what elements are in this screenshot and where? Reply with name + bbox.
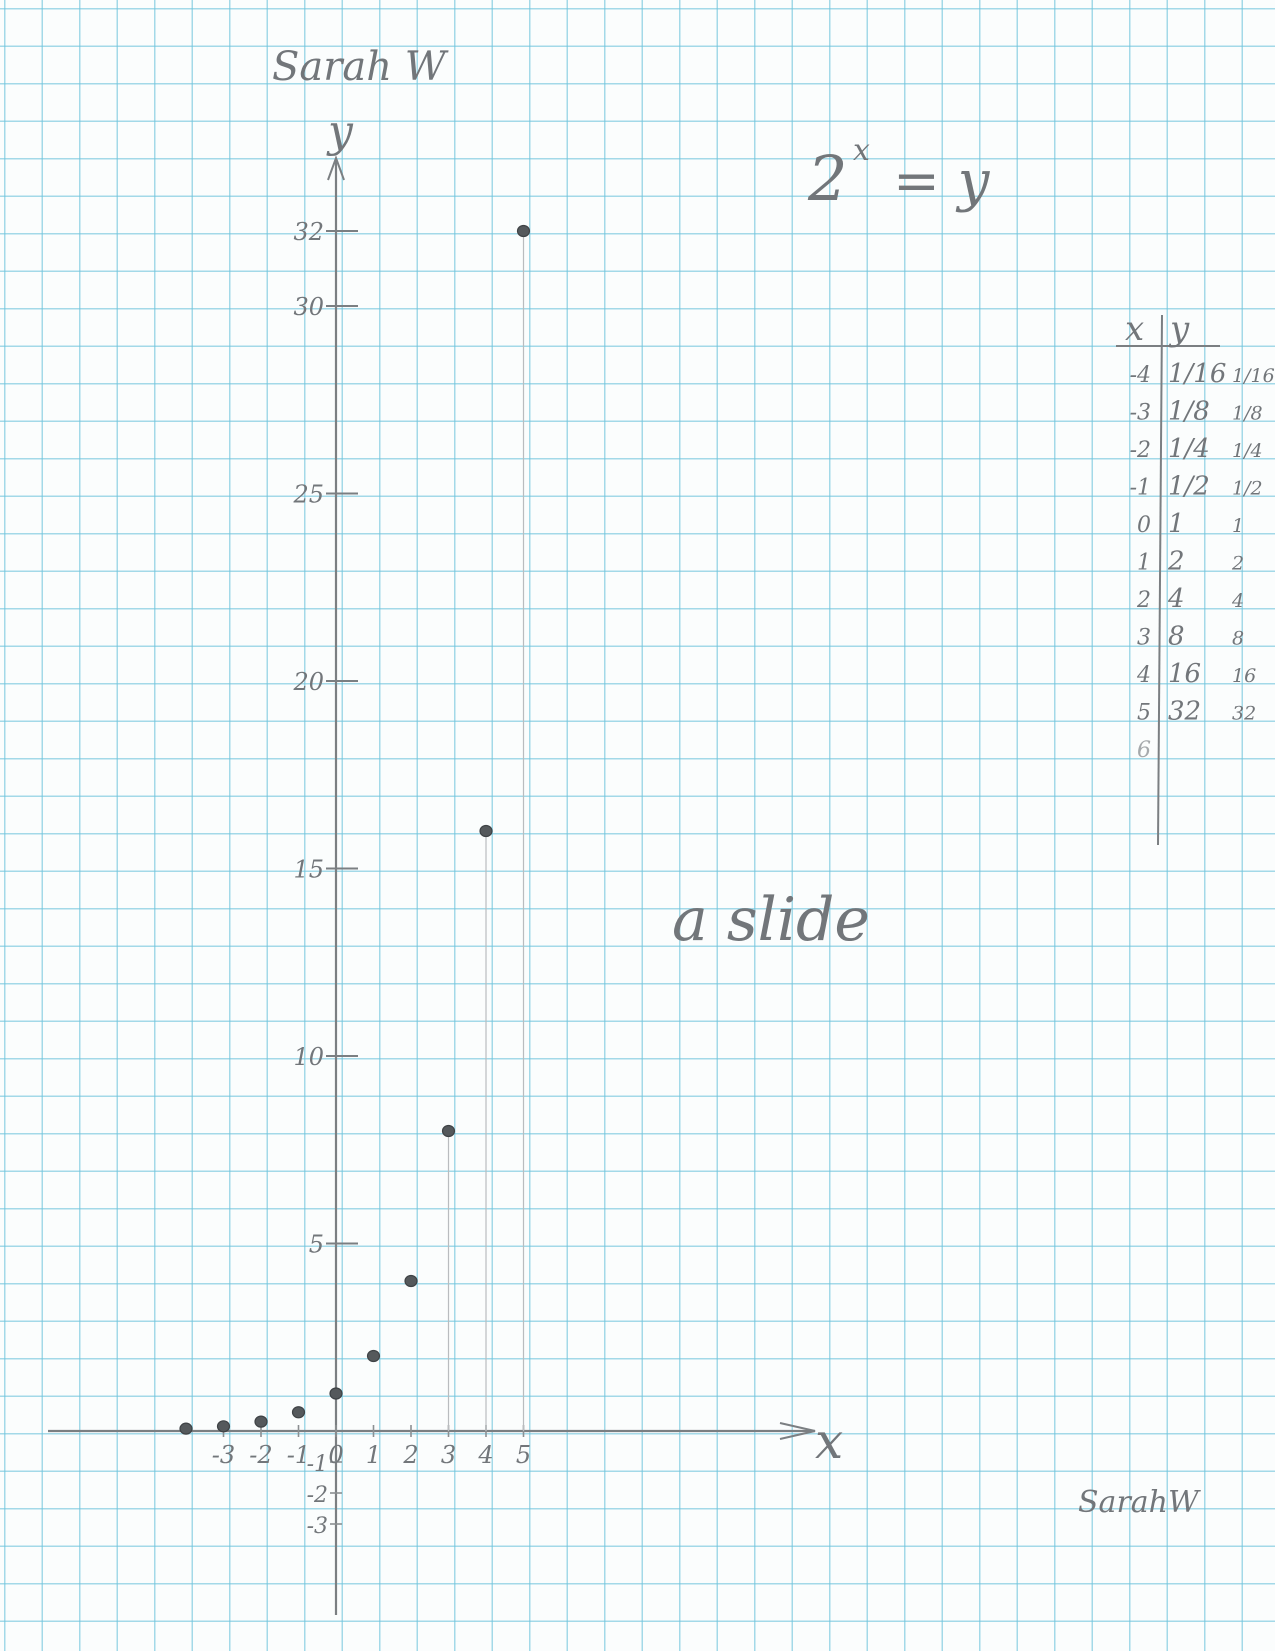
- x-tick-label: 4: [477, 1441, 493, 1469]
- table-cell-y: 16: [1168, 659, 1201, 689]
- table-cell-y: 1/8: [1168, 397, 1210, 427]
- table-cell-x: -4: [1130, 363, 1151, 388]
- table-cell-x: 3: [1137, 626, 1151, 651]
- table-margin-value: 1: [1232, 515, 1244, 537]
- table-cell-x: -1: [1130, 476, 1151, 501]
- x-axis-label: x: [815, 1412, 843, 1470]
- x-tick-label: 3: [441, 1441, 456, 1469]
- y-tick-label: 30: [293, 293, 324, 321]
- y-tick-label: 25: [292, 481, 324, 509]
- x-tick-label: 0: [328, 1441, 343, 1469]
- y-tick-label: 15: [293, 856, 324, 884]
- y-tick-label: -3: [307, 1514, 328, 1539]
- x-tick-label: 2: [402, 1441, 418, 1469]
- table-margin-value: 16: [1232, 665, 1256, 687]
- table-cell-x: 2: [1136, 588, 1151, 613]
- table-cell-y: 1/16: [1168, 359, 1226, 389]
- x-tick-label: -3: [212, 1441, 235, 1469]
- equation: 2 x = y: [807, 133, 991, 215]
- note-text: a slide: [672, 885, 870, 955]
- drop-lines: [447, 237, 525, 1431]
- author-name-bottom: SarahW: [1078, 1485, 1201, 1520]
- axes: [48, 155, 816, 1615]
- table-margin-value: 2: [1231, 553, 1244, 575]
- table-header-x: x: [1125, 309, 1144, 349]
- table-cell-x: 4: [1136, 663, 1151, 688]
- table-cell-y: 32: [1168, 697, 1201, 727]
- author-name-top: Sarah W: [272, 44, 449, 90]
- equation-base: 2: [807, 142, 847, 215]
- table-cell-x: -2: [1130, 438, 1151, 463]
- table-cell-y: 1: [1168, 509, 1185, 539]
- y-tick-label: 10: [293, 1043, 324, 1071]
- table-margin-value: 1/2: [1232, 478, 1263, 500]
- table-cell-x: 1: [1137, 551, 1151, 576]
- table-column-rule: [1157, 314, 1163, 846]
- table-margin-value: 32: [1232, 703, 1256, 725]
- table-cell-y: 1/2: [1168, 472, 1210, 502]
- data-point: [216, 1420, 231, 1433]
- table-cell-x: 6: [1137, 738, 1151, 763]
- table-cell-x: 0: [1137, 513, 1151, 538]
- y-axis-arrow: [327, 155, 345, 181]
- table-cell-y: 8: [1168, 622, 1185, 652]
- x-tick-label: 5: [516, 1441, 531, 1469]
- equation-exponent: x: [853, 133, 870, 168]
- data-point: [329, 1387, 343, 1400]
- table-margin-value: 1/4: [1232, 440, 1263, 462]
- y-axis-label: y: [326, 106, 354, 157]
- data-point: [179, 1422, 193, 1435]
- x-tick-label: -1: [287, 1441, 310, 1469]
- table-header-y: y: [1168, 309, 1190, 349]
- table-margin-value: 1/16: [1232, 365, 1275, 387]
- data-point: [366, 1349, 381, 1363]
- table-margin-value: 4: [1231, 590, 1244, 612]
- y-tick-label: -1: [307, 1452, 328, 1477]
- table-margin-value: 1/8: [1232, 403, 1263, 425]
- table-cell-x: -3: [1130, 401, 1151, 426]
- data-point: [254, 1415, 268, 1428]
- table-cell-y: 2: [1167, 547, 1185, 577]
- data-point: [404, 1274, 418, 1288]
- data-point: [291, 1406, 306, 1419]
- data-points: [179, 224, 531, 1435]
- y-tick-label: 20: [292, 668, 324, 696]
- y-tick-label: 32: [293, 218, 324, 246]
- table-cell-y: 1/4: [1168, 434, 1210, 464]
- table-cell-y: 4: [1167, 584, 1185, 614]
- data-point: [516, 224, 531, 238]
- y-tick-label: -2: [307, 1483, 328, 1508]
- data-point: [441, 1124, 456, 1138]
- equation-rest: = y: [893, 149, 991, 214]
- x-tick-label: -2: [249, 1441, 272, 1469]
- table-cell-x: 5: [1137, 701, 1151, 726]
- x-axis-arrow: [779, 1422, 816, 1440]
- x-tick-label: 1: [366, 1441, 381, 1469]
- y-tick-label: 5: [309, 1231, 324, 1259]
- table-margin-value: 8: [1232, 628, 1244, 650]
- data-point: [479, 824, 493, 838]
